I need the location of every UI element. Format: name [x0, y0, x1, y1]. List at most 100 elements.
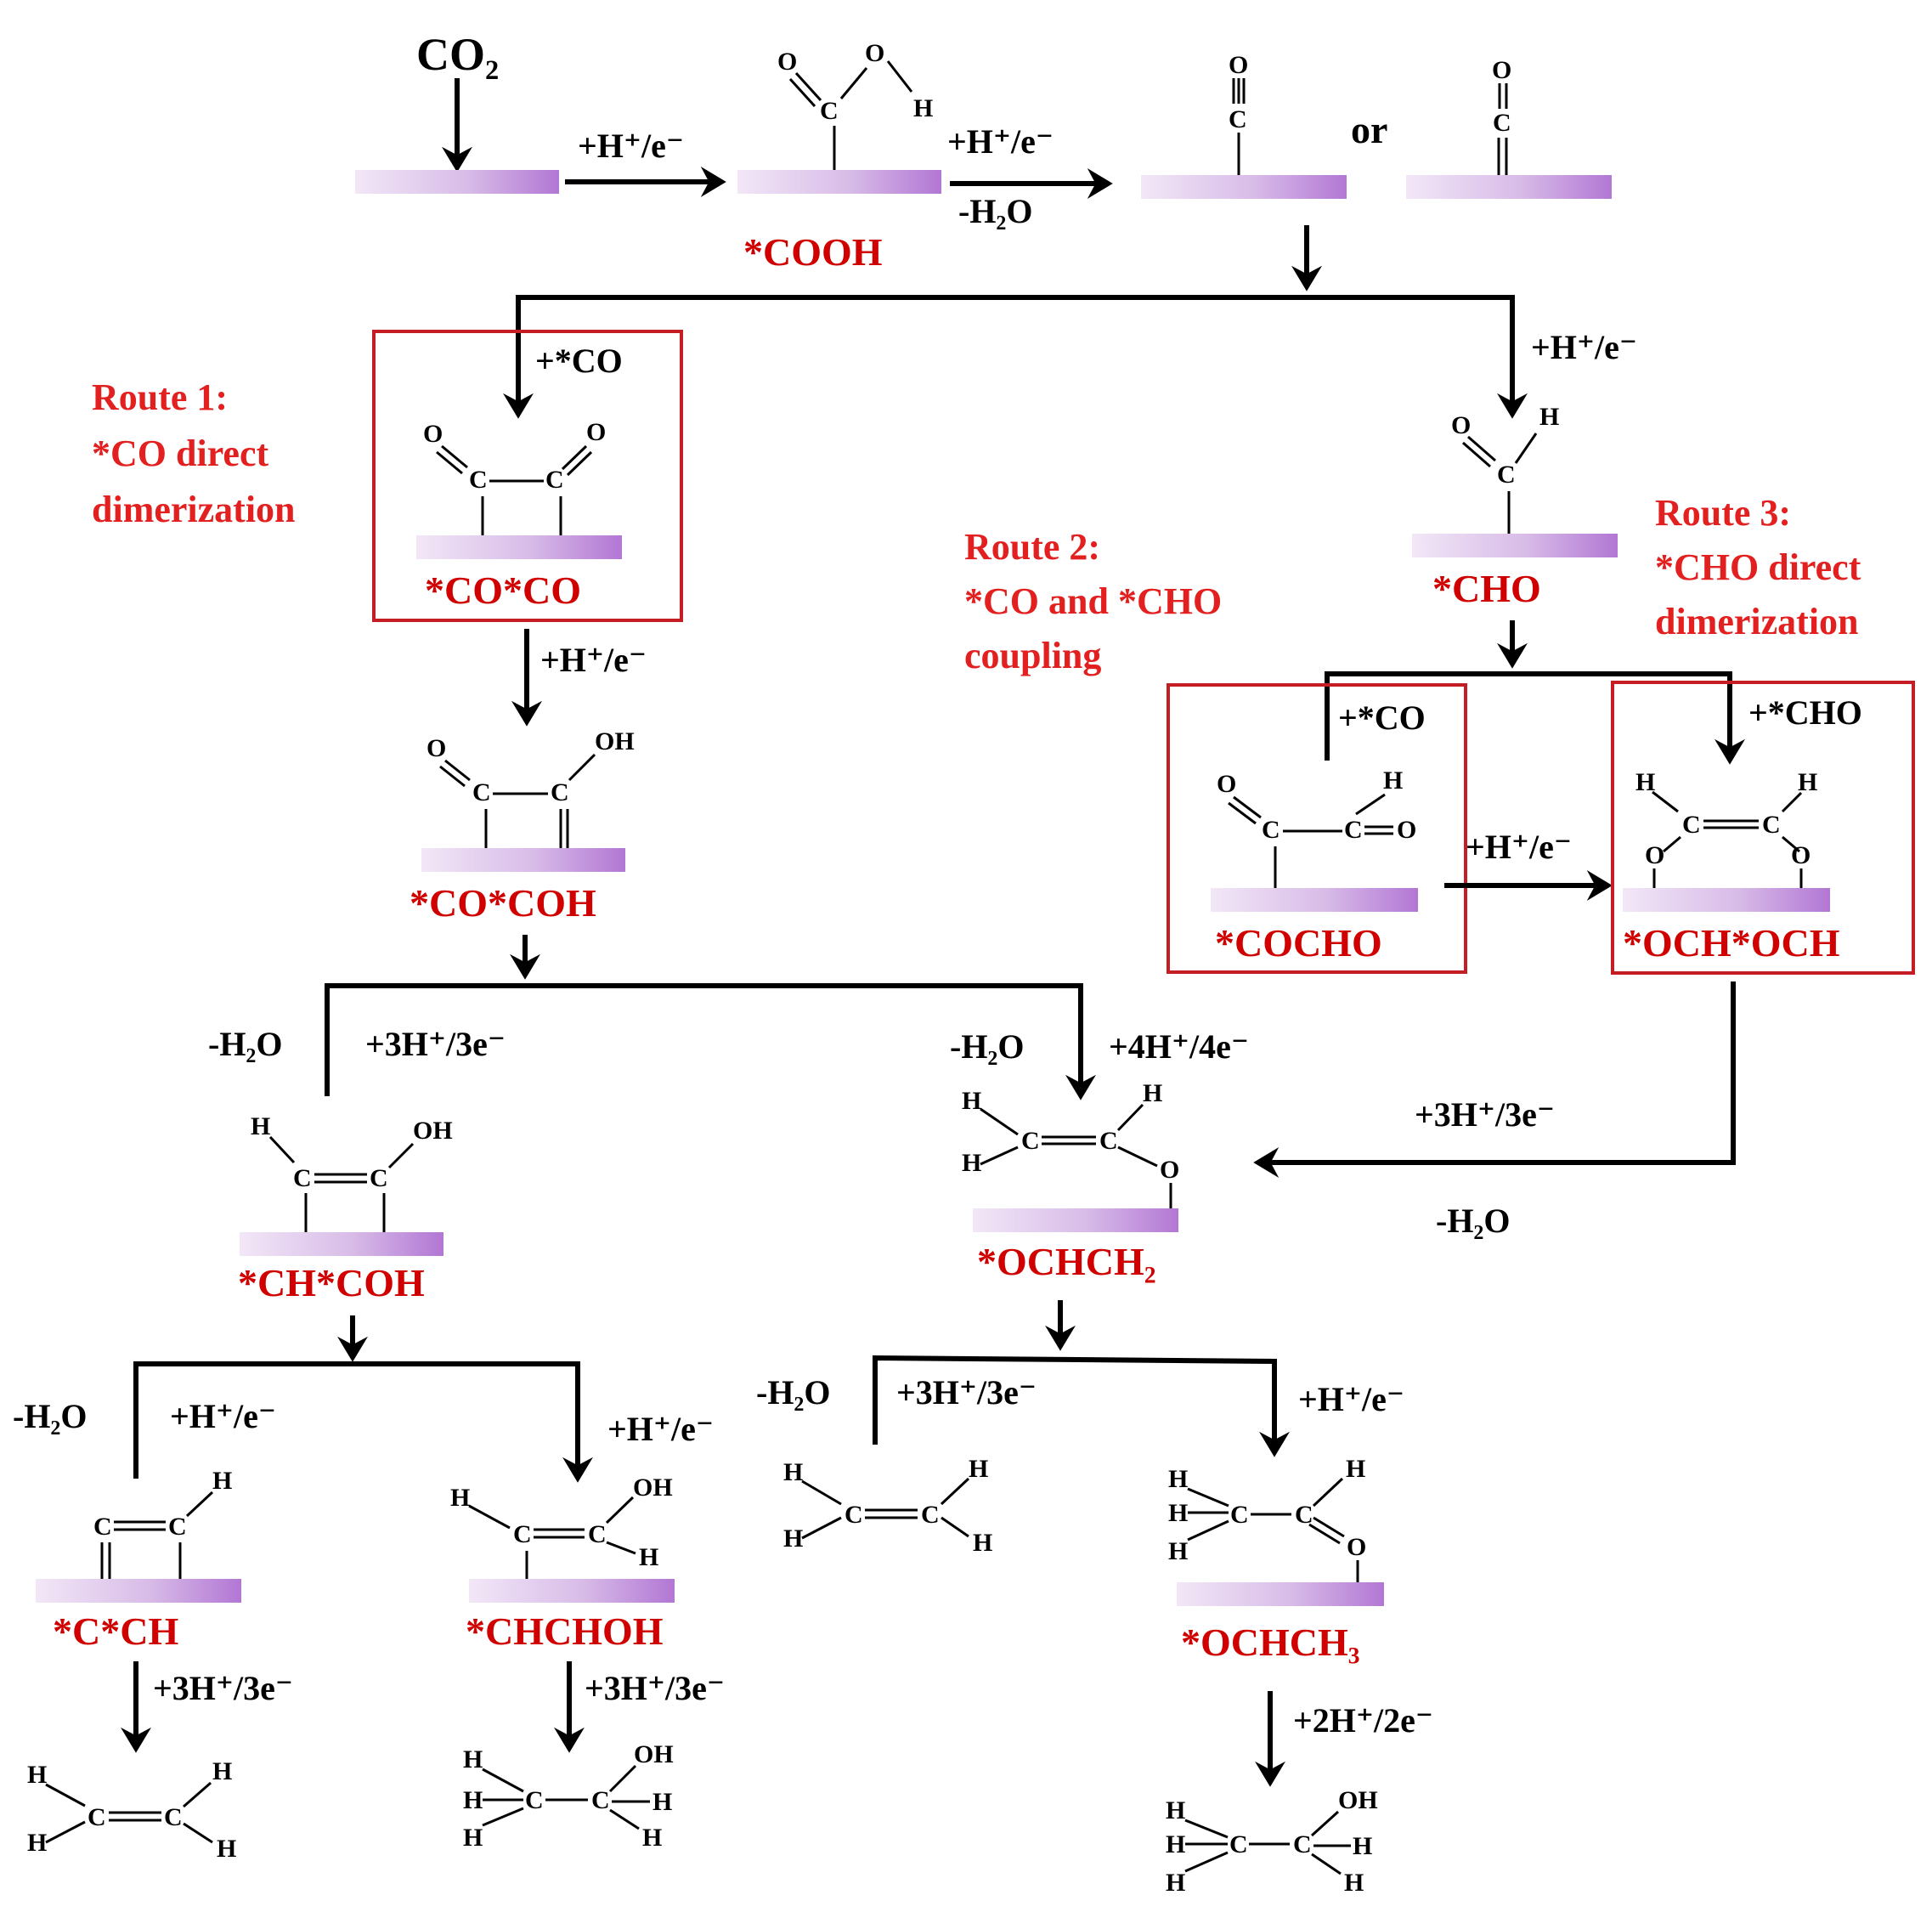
svg-text:H: H	[1798, 768, 1817, 796]
cocho-structure: O C C O H	[1217, 766, 1416, 888]
step-label: +4H⁺/4e⁻	[1109, 1027, 1249, 1066]
svg-text:O: O	[1492, 56, 1511, 84]
svg-text:O: O	[1451, 411, 1471, 439]
svg-text:C: C	[1344, 816, 1363, 844]
svg-text:H: H	[27, 1761, 47, 1789]
step-label: +*CO	[535, 342, 623, 380]
svg-text:H: H	[642, 1824, 662, 1852]
route-3-box	[1611, 681, 1915, 975]
intermediate-label: *CO*COH	[410, 881, 596, 925]
svg-text:C: C	[88, 1803, 106, 1831]
svg-text:O: O	[1160, 1156, 1179, 1184]
route-1-label: Route 1: *CO direct dimerization	[92, 376, 296, 530]
step-label: +H⁺/e⁻	[170, 1397, 276, 1435]
step-label: +H⁺/e⁻	[607, 1410, 714, 1448]
step-label: +3H⁺/3e⁻	[365, 1025, 506, 1063]
svg-text:H: H	[962, 1149, 981, 1177]
svg-text:H: H	[783, 1458, 803, 1486]
step-label: -H₂O	[13, 1397, 88, 1435]
intermediate-label: *CH*COH	[238, 1261, 425, 1304]
step-label: +3H⁺/3e⁻	[896, 1373, 1037, 1411]
svg-text:C: C	[472, 778, 491, 806]
intermediate-label: *COOH	[743, 230, 883, 274]
step-label: -H₂O	[1436, 1202, 1511, 1240]
svg-text:H: H	[1635, 768, 1655, 796]
route-2-label: Route 2: *CO and *CHO coupling	[964, 526, 1231, 676]
svg-text:H: H	[1168, 1537, 1188, 1565]
svg-text:C: C	[93, 1513, 112, 1541]
svg-text:C: C	[551, 778, 569, 806]
svg-text:H: H	[1353, 1832, 1372, 1860]
intermediate-label: *CHO	[1432, 567, 1541, 610]
svg-text:OH: OH	[634, 1740, 674, 1768]
svg-text:H: H	[783, 1525, 803, 1553]
svg-text:O: O	[1645, 841, 1664, 869]
svg-text:C: C	[469, 466, 488, 494]
branch-line-cocoh	[325, 983, 1096, 1100]
step-label: +H⁺/e⁻	[1531, 328, 1637, 366]
co2-label: CO₂	[416, 29, 499, 80]
surface-co-2	[1406, 175, 1612, 199]
step-label: +H⁺/e⁻	[1298, 1380, 1404, 1418]
svg-text:C: C	[1229, 105, 1247, 133]
svg-text:C: C	[545, 466, 564, 494]
step-label: +*CO	[1338, 699, 1426, 737]
svg-text:H: H	[1346, 1455, 1365, 1483]
svg-text:H: H	[251, 1112, 270, 1140]
svg-text:C: C	[164, 1803, 183, 1831]
svg-text:O: O	[427, 734, 446, 762]
or-label: or	[1351, 108, 1387, 151]
svg-text:H: H	[463, 1824, 483, 1852]
surface-chchoh	[469, 1579, 675, 1603]
arrow-ochoch-to-ochch2	[1253, 981, 1736, 1178]
svg-text:C: C	[293, 1164, 312, 1192]
svg-text:O: O	[777, 48, 797, 76]
svg-text:C: C	[1099, 1127, 1118, 1155]
intermediate-label: *OCHCH₂	[977, 1240, 1156, 1283]
ochoch-structure: H C C H O O	[1635, 768, 1817, 888]
svg-text:C: C	[370, 1164, 388, 1192]
step-label: +3H⁺/3e⁻	[585, 1669, 725, 1707]
svg-text:OH: OH	[413, 1117, 453, 1145]
svg-text:H: H	[463, 1745, 483, 1773]
svg-text:H: H	[27, 1829, 47, 1857]
step-label: -H₂O	[208, 1025, 283, 1063]
svg-text:OH: OH	[633, 1474, 673, 1502]
svg-text:O: O	[1791, 841, 1811, 869]
surface-co-1	[1141, 175, 1347, 199]
svg-text:H: H	[1383, 766, 1403, 795]
branch-line-cho	[1325, 671, 1745, 765]
svg-text:H: H	[1539, 403, 1559, 431]
svg-text:C: C	[1295, 1501, 1313, 1529]
cocoh-structure: O C C OH	[427, 727, 635, 848]
route-1-box	[372, 330, 683, 622]
svg-text:C: C	[1493, 109, 1511, 137]
intermediate-label: *OCHCH₃	[1181, 1621, 1360, 1664]
svg-text:H: H	[1168, 1499, 1188, 1527]
svg-text:O: O	[865, 39, 884, 67]
cooh-structure: O C O H	[777, 39, 933, 170]
step-label: +2H⁺/2e⁻	[1293, 1701, 1433, 1739]
ethylene-product-1: H H C C H H	[783, 1455, 992, 1557]
surface-cooh	[737, 170, 941, 194]
svg-text:H: H	[652, 1788, 672, 1816]
step-label: +H⁺/e⁻	[540, 641, 647, 679]
ethanol-product-1: H H H C C OH H H	[463, 1740, 674, 1852]
svg-text:C: C	[1230, 1501, 1249, 1529]
branch-line-ochch2	[873, 1355, 1290, 1457]
surface-1	[355, 170, 559, 194]
route-2-box	[1167, 683, 1467, 974]
svg-text:H: H	[973, 1529, 992, 1557]
chcoh-structure: H C C OH	[251, 1112, 453, 1232]
branch-line-chcoh	[133, 1361, 593, 1483]
svg-text:C: C	[1682, 811, 1701, 839]
step-label: +H⁺/e⁻	[947, 122, 1054, 161]
svg-text:H: H	[1143, 1079, 1162, 1107]
step-label: +*CHO	[1748, 693, 1862, 732]
svg-text:O: O	[1347, 1533, 1366, 1561]
svg-text:C: C	[1229, 1830, 1248, 1858]
intermediate-label: *CHCHOH	[466, 1609, 664, 1653]
step-label: +H⁺/e⁻	[1466, 828, 1572, 866]
step-label: +3H⁺/3e⁻	[153, 1669, 293, 1707]
